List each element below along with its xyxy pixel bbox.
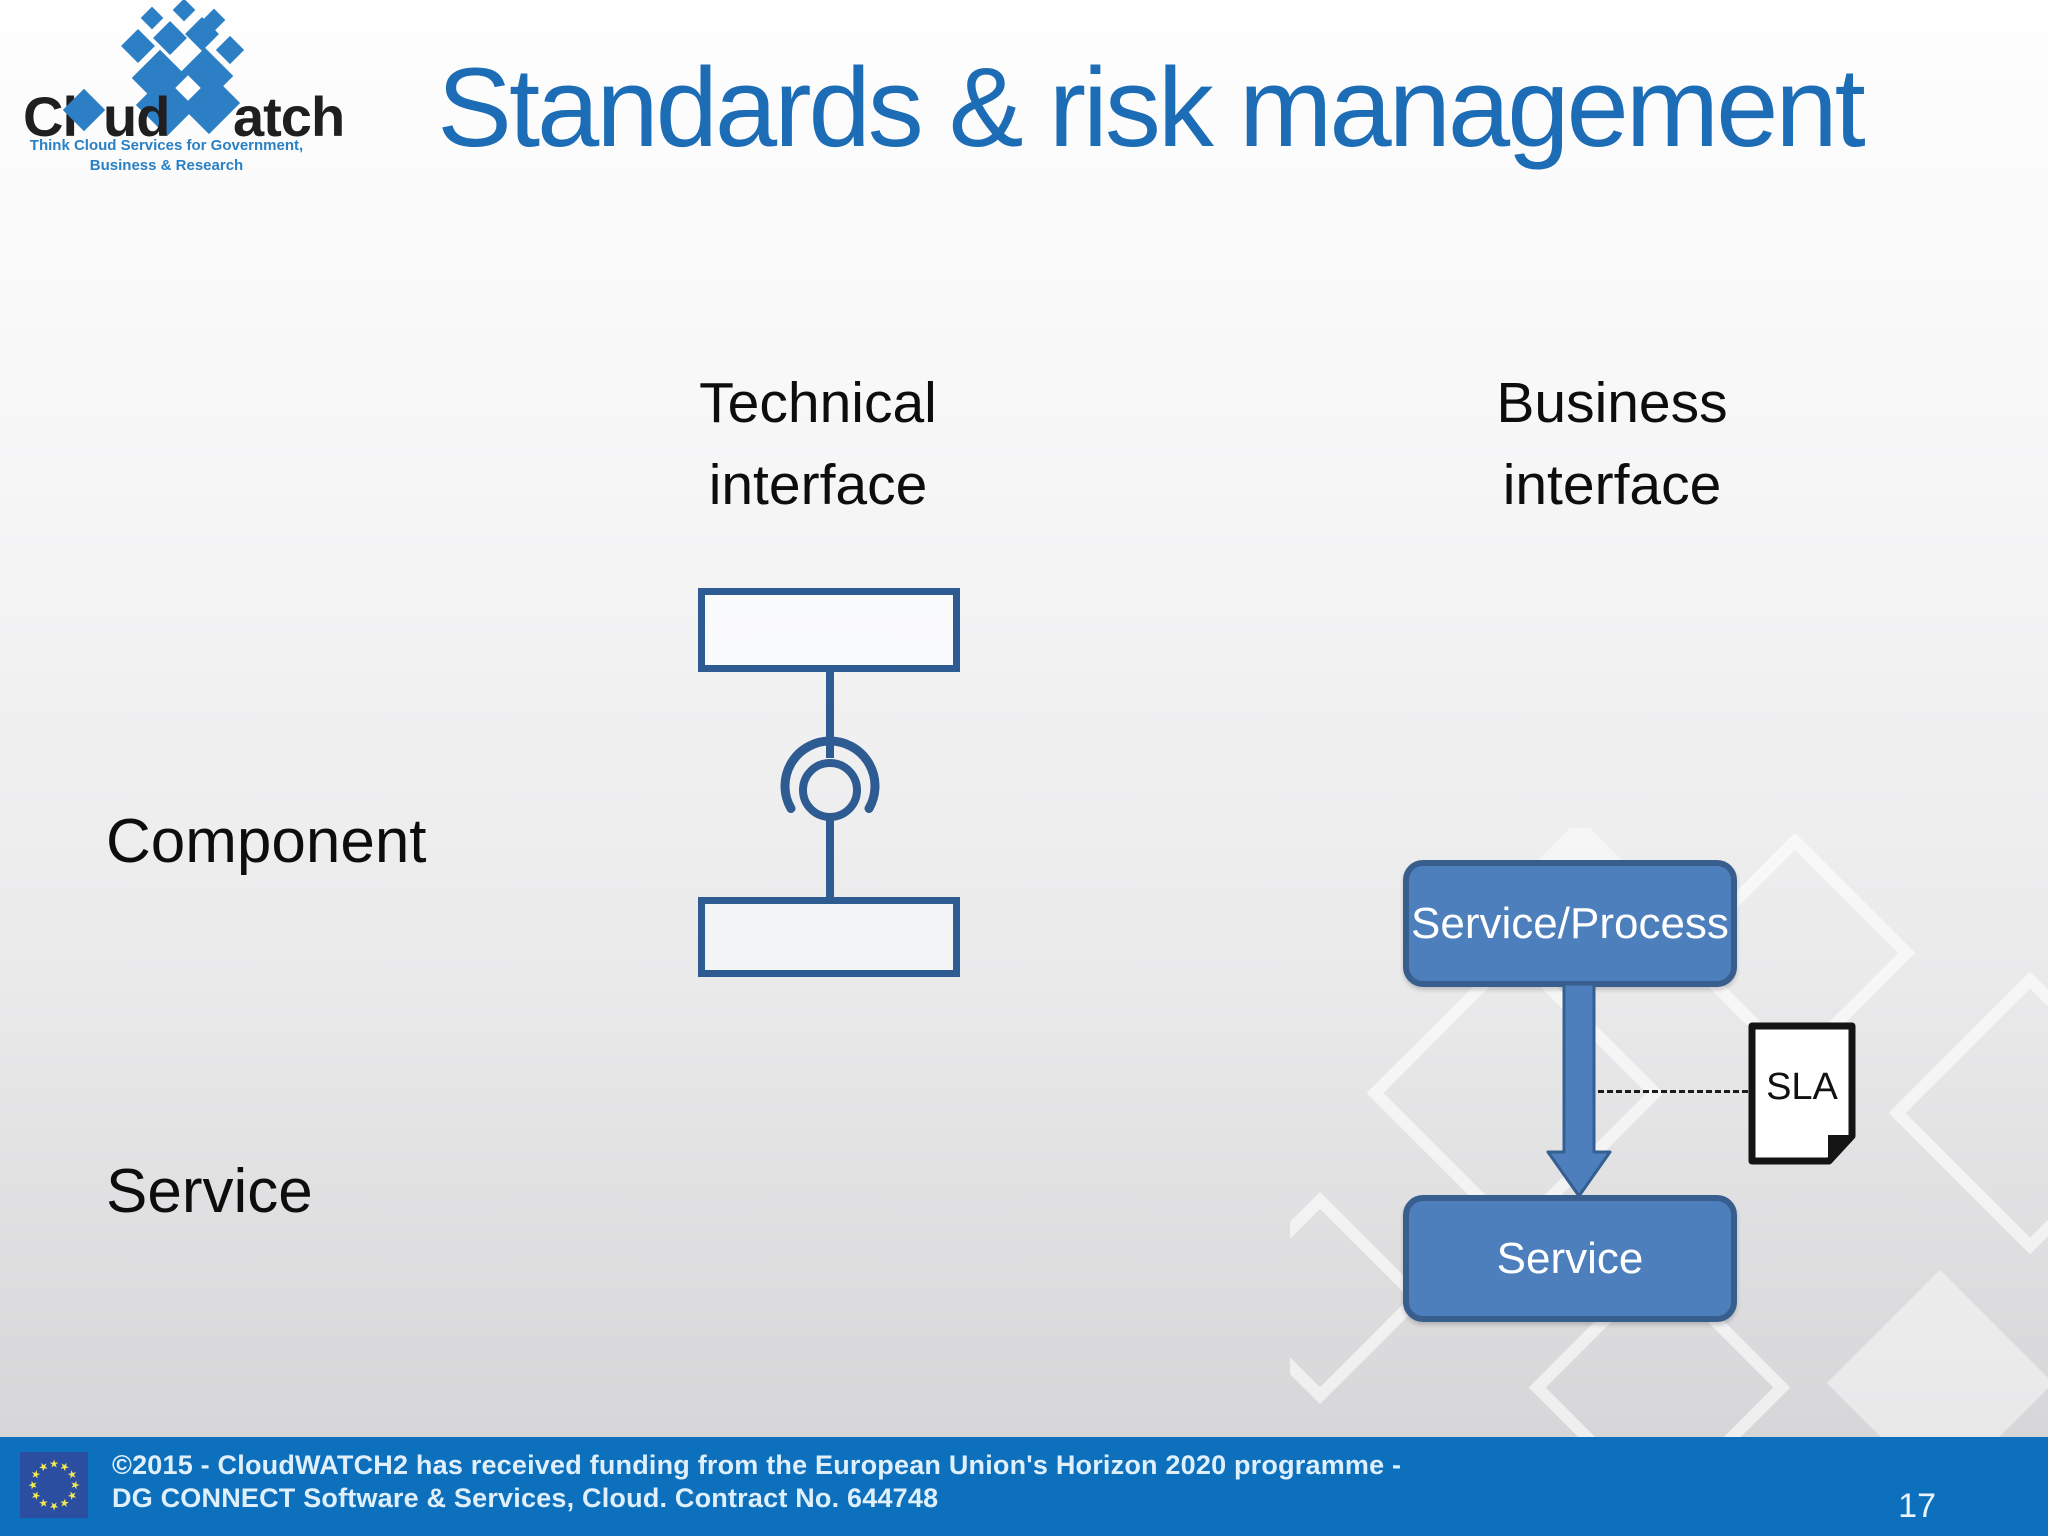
logo-wordmark-mid: ud bbox=[103, 85, 170, 148]
funding-statement: ©2015 - CloudWATCH2 has received funding… bbox=[112, 1449, 1401, 1515]
slide-title: Standards & risk management bbox=[437, 45, 1866, 170]
logo-diamond bbox=[172, 0, 196, 22]
service-process-box: Service/Process bbox=[1403, 860, 1737, 987]
eu-flag-icon bbox=[20, 1452, 88, 1518]
funding-statement-line1: ©2015 - CloudWATCH2 has received funding… bbox=[112, 1450, 1402, 1480]
component-row-label: Component bbox=[106, 807, 427, 876]
cloudwatch-logo: Cl ud atch Think Cloud Services for Gove… bbox=[0, 0, 360, 200]
funding-statement-line2: DG CONNECT Software & Services, Cloud. C… bbox=[112, 1483, 939, 1513]
uml-ball-socket-connector-icon bbox=[780, 672, 880, 900]
sla-dashed-connector bbox=[1598, 1090, 1748, 1093]
watermark-diamond bbox=[1888, 971, 2048, 1255]
footer-bar: ©2015 - CloudWATCH2 has received funding… bbox=[0, 1437, 2048, 1536]
logo-diamond bbox=[215, 35, 245, 65]
logo-tagline-line2: Business & Research bbox=[89, 157, 244, 174]
service-row-label: Service bbox=[106, 1157, 313, 1226]
logo-tagline-line1: Think Cloud Services for Government, bbox=[29, 137, 304, 154]
watermark-diamond bbox=[1826, 1269, 2048, 1438]
sla-document-icon bbox=[1748, 1022, 1856, 1165]
uml-component-box-bottom bbox=[698, 897, 960, 977]
technical-interface-line2: interface bbox=[708, 453, 928, 517]
business-interface-line2: interface bbox=[1502, 453, 1722, 517]
technical-interface-line1: Technical bbox=[699, 371, 937, 435]
logo-diamond bbox=[140, 6, 164, 30]
sla-document-label: SLA bbox=[1766, 1065, 1838, 1108]
uml-component-box-top bbox=[698, 588, 960, 672]
technical-interface-label: Technical interface bbox=[608, 362, 1028, 526]
logo-wordmark-end: atch bbox=[233, 85, 345, 148]
logo-tagline: Think Cloud Services for Government, Bus… bbox=[14, 136, 319, 176]
business-interface-label: Business interface bbox=[1402, 362, 1822, 526]
page-number: 17 bbox=[1898, 1487, 1936, 1525]
service-process-box-label: Service/Process bbox=[1411, 898, 1729, 948]
down-arrow-icon bbox=[1546, 984, 1612, 1198]
business-interface-line1: Business bbox=[1496, 371, 1728, 435]
service-box-label: Service bbox=[1496, 1233, 1644, 1283]
service-box: Service bbox=[1403, 1195, 1737, 1322]
